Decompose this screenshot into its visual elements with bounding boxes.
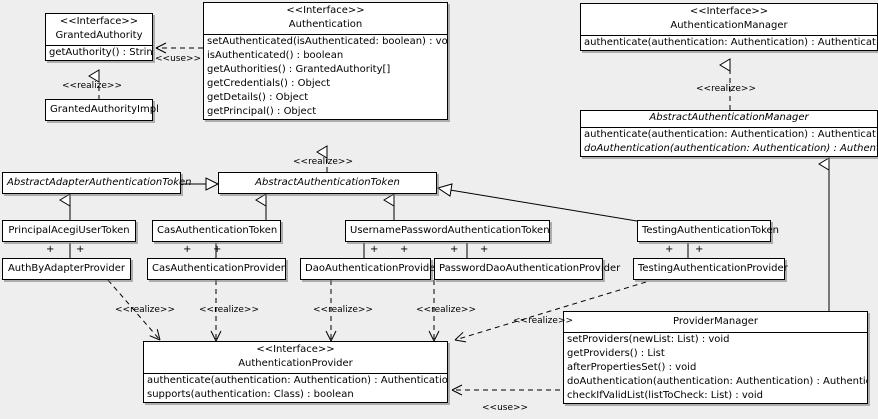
class-testing-authentication-provider[interactable]: TestingAuthenticationProvider	[633, 258, 788, 280]
class-principal-acegi-user-token[interactable]: PrincipalAcegiUserToken	[2, 220, 136, 242]
class-authentication-manager[interactable]: <<Interface>> AuthenticationManager auth…	[580, 3, 878, 51]
members-compartment: setAuthenticated(isAuthenticated: boolea…	[204, 34, 447, 119]
class-abstract-authentication-manager[interactable]: AbstractAuthenticationManager authentica…	[580, 110, 878, 157]
edge-label-realize-daoprovider: <<realize>>	[313, 305, 373, 315]
class-password-dao-authentication-provider[interactable]: PasswordDaoAuthenticationProvider	[434, 258, 621, 280]
class-name-label: GrantedAuthorityImpl	[50, 104, 159, 115]
stereotype-label: <<Interface>>	[256, 344, 335, 355]
class-authentication[interactable]: <<Interface>> Authentication setAuthenti…	[203, 2, 448, 120]
assoc-marker-plus: +	[400, 244, 409, 255]
member-row: doAuthentication(authentication: Authent…	[584, 143, 877, 154]
class-name-label: PasswordDaoAuthenticationProvider	[439, 263, 621, 274]
class-header: <<Interface>> GrantedAuthority	[46, 14, 152, 45]
class-granted-authority[interactable]: <<Interface>> GrantedAuthority getAuthor…	[45, 13, 153, 61]
edge-label-realize-testingprovider: <<realize>>	[513, 316, 573, 326]
class-username-password-authentication-token[interactable]: UsernamePasswordAuthenticationToken	[345, 220, 550, 242]
edge-label-use-providermanager-authenticationprovider: <<use>>	[482, 403, 529, 413]
class-name-label: Authentication	[288, 19, 363, 30]
member-row: checkIfValidList(listToCheck: List) : vo…	[567, 390, 764, 401]
class-header: <<Interface>> Authentication	[204, 3, 447, 34]
members-compartment: getAuthority() : String	[46, 45, 152, 60]
class-testing-authentication-token[interactable]: TestingAuthenticationToken	[637, 220, 780, 242]
class-cas-authentication-provider[interactable]: CasAuthenticationProvider	[147, 258, 286, 280]
assoc-marker-plus: +	[370, 244, 379, 255]
class-header: <<Interface>> AuthenticationProvider	[144, 342, 447, 373]
class-dao-authentication-provider[interactable]: DaoAuthenticationProvider	[300, 258, 440, 280]
member-row: getAuthorities() : GrantedAuthority[]	[207, 64, 391, 75]
assoc-marker-plus: +	[695, 244, 704, 255]
member-row: afterPropertiesSet() : void	[567, 362, 697, 373]
stereotype-label: <<Interface>>	[286, 5, 365, 16]
member-row: setAuthenticated(isAuthenticated: boolea…	[207, 36, 447, 47]
edge-label-realize-casprovider: <<realize>>	[199, 305, 259, 315]
assoc-marker-plus: +	[450, 244, 459, 255]
member-row: getCredentials() : Object	[207, 78, 331, 89]
member-row: getDetails() : Object	[207, 92, 309, 103]
class-name-label: AuthenticationProvider	[238, 358, 353, 369]
assoc-marker-plus: +	[665, 244, 674, 255]
class-provider-manager[interactable]: ProviderManager setProviders(newList: Li…	[563, 311, 868, 404]
class-name-label: DaoAuthenticationProvider	[305, 263, 440, 274]
assoc-marker-plus: +	[46, 244, 55, 255]
edge-label-use-authentication-grantedauthority: <<use>>	[155, 54, 202, 64]
stereotype-label: <<Interface>>	[59, 16, 139, 27]
members-compartment: authenticate(authentication: Authenticat…	[581, 127, 877, 156]
class-name-label: AbstractAuthenticationToken	[255, 177, 400, 188]
edge-label-realize-authbyadapter: <<realize>>	[115, 305, 175, 315]
assoc-marker-plus: +	[76, 244, 85, 255]
member-row: doAuthentication(authentication: Authent…	[567, 376, 867, 387]
class-name-label: CasAuthenticationToken	[157, 225, 278, 236]
member-row: setProviders(newList: List) : void	[567, 334, 730, 345]
class-abstract-adapter-authentication-token[interactable]: AbstractAdapterAuthenticationToken	[2, 172, 192, 194]
class-name-label: AbstractAdapterAuthenticationToken	[7, 177, 192, 188]
class-name-label: PrincipalAcegiUserToken	[8, 225, 130, 236]
member-row: isAuthenticated() : boolean	[207, 50, 344, 61]
member-row: authenticate(authentication: Authenticat…	[147, 375, 447, 386]
class-authentication-provider[interactable]: <<Interface>> AuthenticationProvider aut…	[143, 341, 448, 403]
class-name-label: AuthenticationManager	[670, 20, 788, 31]
class-name-label: UsernamePasswordAuthenticationToken	[350, 225, 550, 236]
class-granted-authority-impl[interactable]: GrantedAuthorityImpl	[45, 99, 159, 121]
edge-label-realize-passworddaoprovider: <<realize>>	[416, 305, 476, 315]
member-row: getAuthority() : String	[49, 47, 152, 58]
class-name-label: GrantedAuthority	[55, 30, 143, 41]
member-row: authenticate(authentication: Authenticat…	[584, 37, 877, 48]
class-name-label: AuthByAdapterProvider	[7, 263, 126, 274]
edge-label-realize-abstracttoken-authentication: <<realize>>	[293, 157, 353, 167]
assoc-marker-plus: +	[480, 244, 489, 255]
edge-label-realize-abstractmanager-authenticationmanager: <<realize>>	[696, 84, 756, 94]
edge-label-realize-grantedauthorityimpl: <<realize>>	[62, 81, 122, 91]
class-header: <<Interface>> AuthenticationManager	[581, 4, 877, 35]
member-row: getProviders() : List	[567, 348, 665, 359]
class-name-label: TestingAuthenticationProvider	[638, 263, 788, 274]
edge-generalization-testingauthenticationtoken	[436, 183, 638, 222]
class-name-label: CasAuthenticationProvider	[152, 263, 285, 274]
assoc-marker-plus: +	[183, 244, 192, 255]
class-abstract-authentication-token[interactable]: AbstractAuthenticationToken	[218, 172, 437, 194]
members-compartment: setProviders(newList: List) : void getPr…	[564, 332, 867, 403]
class-name-label: TestingAuthenticationToken	[642, 225, 780, 236]
members-compartment: authenticate(authentication: Authenticat…	[581, 35, 877, 50]
member-row: getPrincipal() : Object	[207, 106, 317, 117]
class-cas-authentication-token[interactable]: CasAuthenticationToken	[152, 220, 281, 242]
member-row: supports(authentication: Class) : boolea…	[147, 389, 354, 400]
class-name-label: ProviderManager	[672, 316, 758, 327]
class-auth-by-adapter-provider[interactable]: AuthByAdapterProvider	[2, 258, 131, 280]
class-name-label: AbstractAuthenticationManager	[649, 112, 809, 123]
assoc-marker-plus: +	[213, 244, 222, 255]
member-row: authenticate(authentication: Authenticat…	[584, 129, 877, 140]
members-compartment: authenticate(authentication: Authenticat…	[144, 373, 447, 402]
stereotype-label: <<Interface>>	[689, 6, 769, 17]
